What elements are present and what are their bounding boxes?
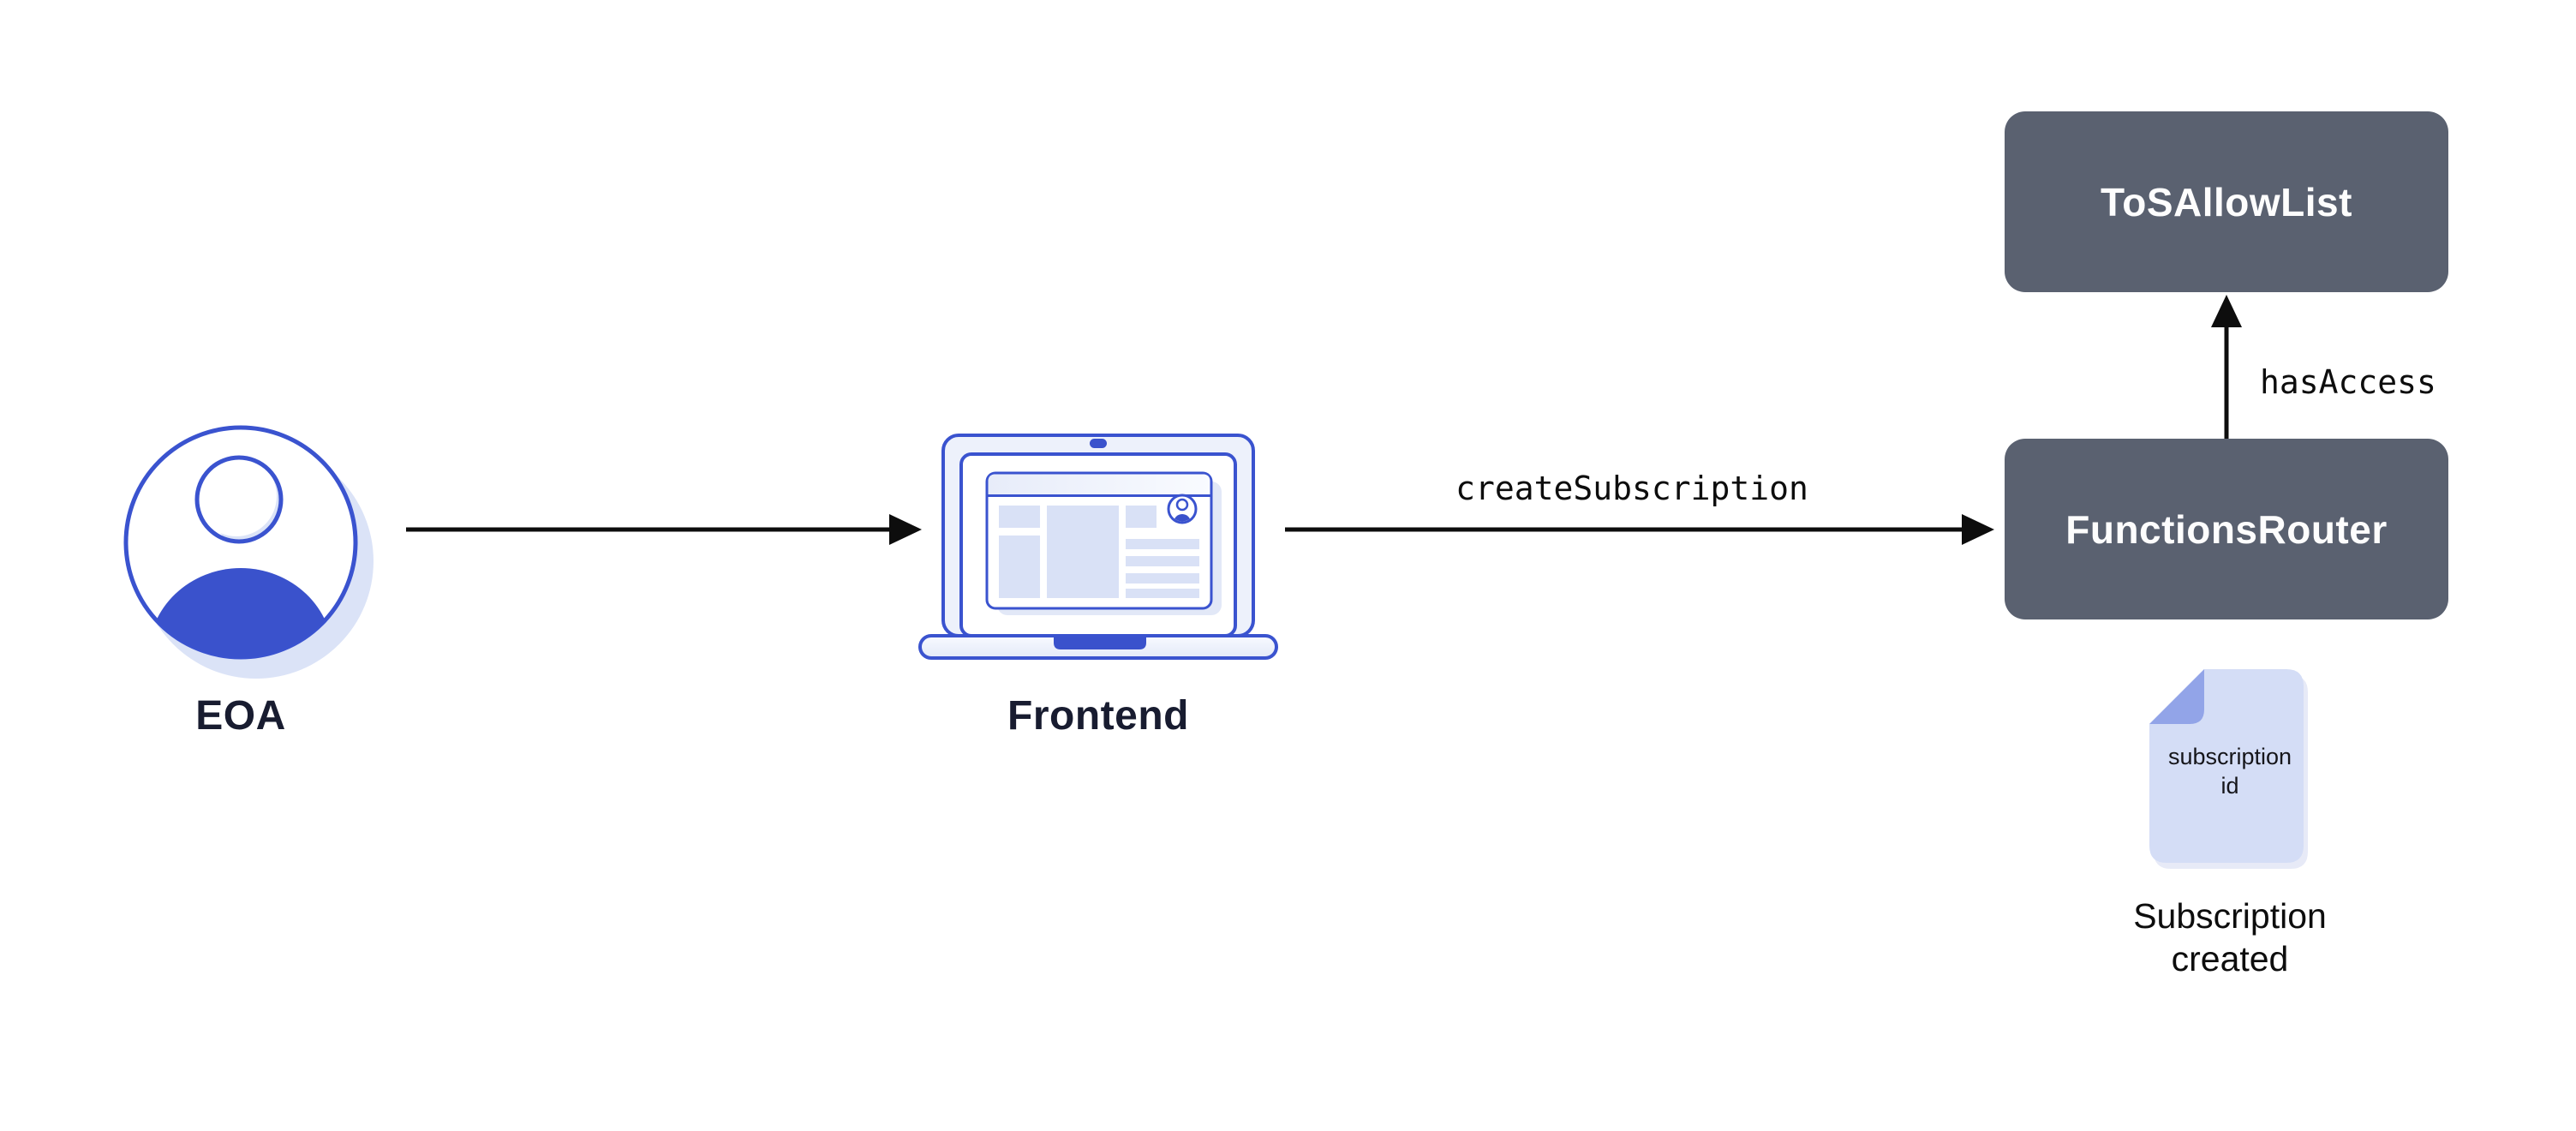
browser-header <box>988 474 1210 494</box>
user-avatar-icon <box>123 425 374 679</box>
arrow-router-to-allowlist <box>2211 295 2242 439</box>
document-fold <box>2149 669 2204 724</box>
subscription-created-caption: Subscription created <box>2133 896 2327 978</box>
content-block <box>1126 506 1157 528</box>
content-bar <box>1126 589 1199 598</box>
arrowhead-right-icon <box>889 514 922 545</box>
tos-allowlist-label: ToSAllowList <box>2101 179 2352 224</box>
content-block <box>1047 506 1119 598</box>
avatar-head-ring <box>194 455 284 544</box>
arrow-frontend-to-router <box>1285 514 1994 545</box>
webcam-icon <box>1090 439 1107 448</box>
content-bar <box>1126 539 1199 549</box>
content-block <box>999 536 1040 598</box>
laptop-icon <box>918 434 1278 660</box>
functions-router-label: FunctionsRouter <box>2065 506 2388 552</box>
avatar-head-fill <box>197 458 277 536</box>
arrow-eoa-to-frontend <box>406 514 922 545</box>
content-bar <box>1126 573 1199 583</box>
avatar-body <box>148 568 333 657</box>
content-bar <box>1126 556 1199 566</box>
createsubscription-edge-label: createSubscription <box>1455 470 1808 507</box>
subscription-id-text: subscription id <box>2167 744 2292 799</box>
arrowhead-right-icon <box>1962 514 1994 545</box>
functions-router-box: FunctionsRouter <box>2005 439 2448 619</box>
hasaccess-edge-label: hasAccess <box>2260 363 2436 401</box>
arrowhead-up-icon <box>2211 295 2242 327</box>
eoa-label: EOA <box>195 693 286 739</box>
frontend-label: Frontend <box>1007 693 1189 739</box>
tos-allowlist-box: ToSAllowList <box>2005 111 2448 292</box>
laptop-notch <box>1054 637 1146 649</box>
content-block <box>999 506 1040 528</box>
subscription-document-icon <box>2149 669 2304 863</box>
